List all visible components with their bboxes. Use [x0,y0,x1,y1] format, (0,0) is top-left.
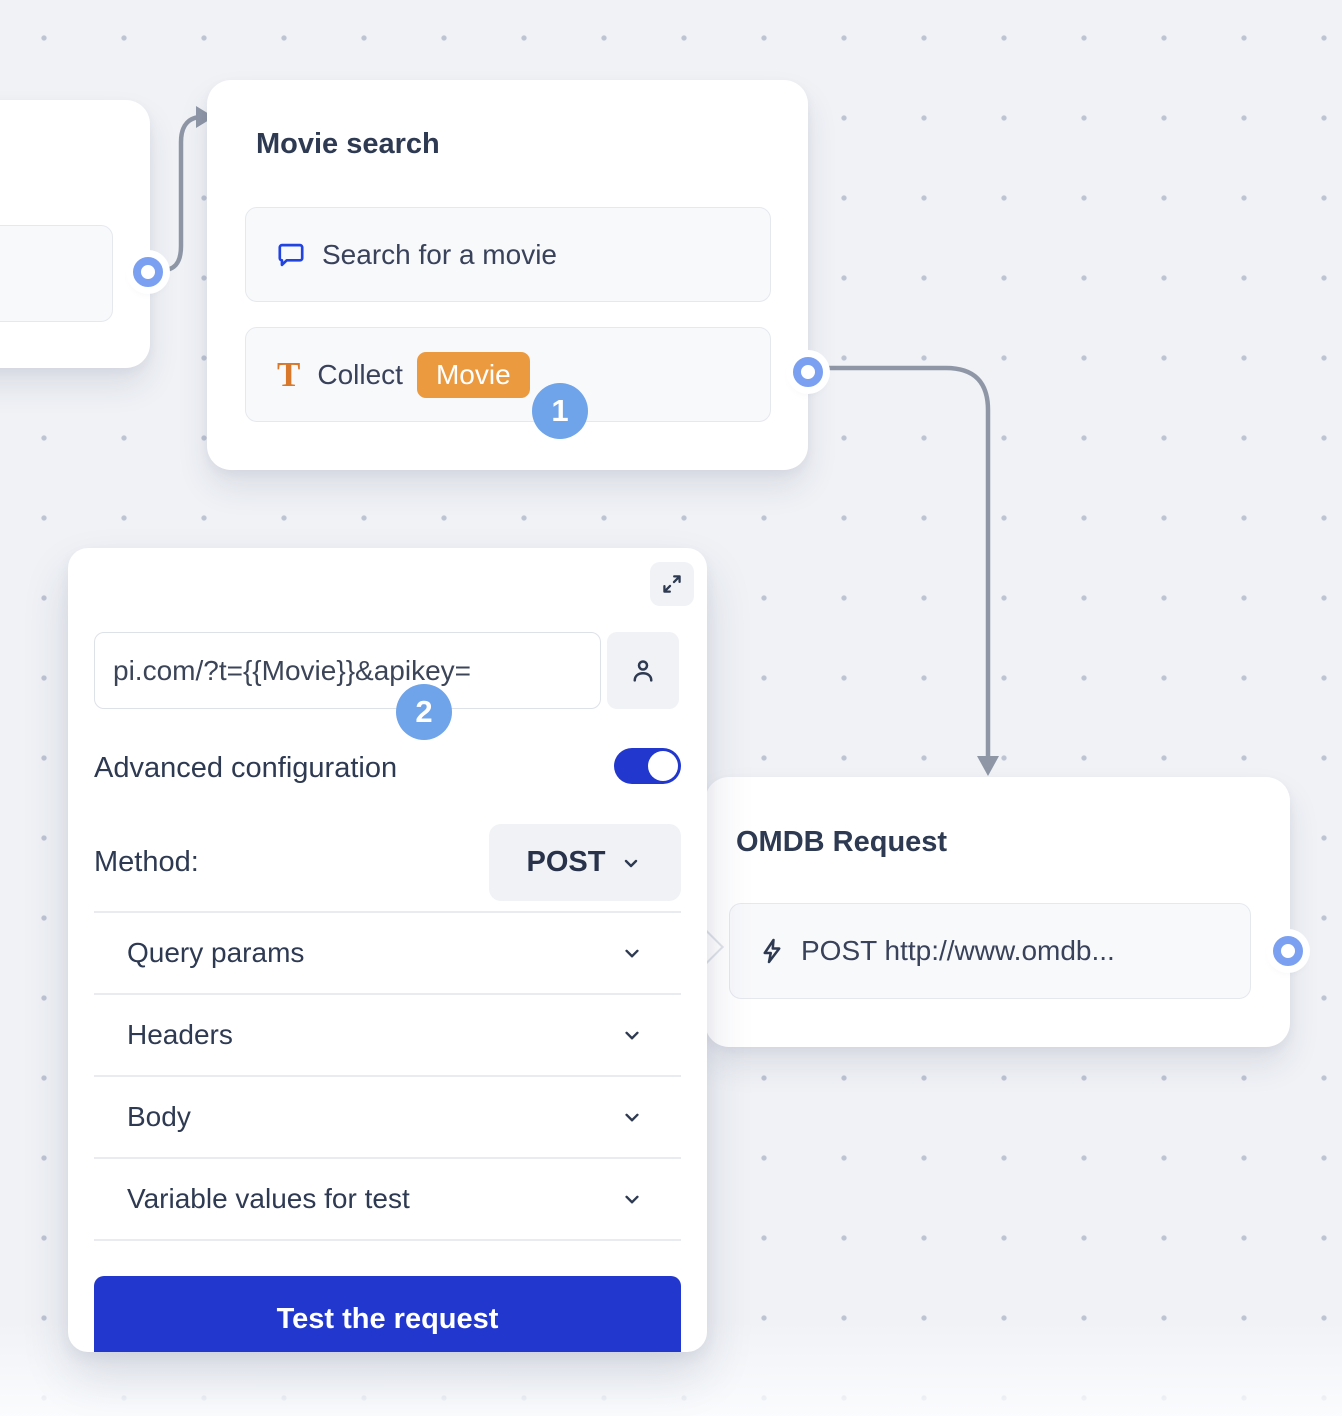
section-label: Body [127,1101,191,1133]
person-icon [628,656,658,686]
wire-into-movie-search [166,117,202,270]
chevron-down-icon [619,940,645,966]
output-port-omdb-request[interactable] [1273,936,1303,966]
request-url-input[interactable] [94,632,601,709]
expand-icon [659,571,685,597]
chevron-down-icon [619,1104,645,1130]
node-item-collect-movie[interactable]: T Collect Movie [245,327,771,422]
advanced-configuration-toggle[interactable] [614,748,681,784]
node-item-post-request[interactable]: POST http://www.omdb... [729,903,1251,999]
step-badge-2: 2 [396,684,452,740]
chevron-down-icon [619,851,643,875]
step-badge-1: 1 [532,383,588,439]
advanced-configuration-label: Advanced configuration [94,752,397,785]
variable-tag-movie[interactable]: Movie [417,352,530,398]
section-label: Headers [127,1019,233,1051]
method-label: Method: [94,846,199,879]
test-request-button[interactable]: Test the request [94,1276,681,1352]
config-section-list: Query params Headers Body Variable value… [94,911,681,1241]
chat-bubble-icon [275,239,307,271]
section-headers[interactable]: Headers [94,995,681,1077]
toggle-knob [648,751,678,781]
wire-movie-to-omdb [828,368,988,758]
insert-variable-button[interactable] [607,632,679,709]
section-query-params[interactable]: Query params [94,913,681,995]
node-title-movie-search: Movie search [256,128,440,161]
method-value: POST [527,846,606,879]
node-omdb-request[interactable]: OMDB Request POST http://www.omdb... [705,777,1290,1047]
node-item-label: POST http://www.omdb... [801,935,1115,967]
section-label: Query params [127,937,304,969]
lightning-icon [757,936,787,966]
output-port-partial-card[interactable] [133,257,163,287]
node-item-search-for-movie[interactable]: Search for a movie [245,207,771,302]
section-body[interactable]: Body [94,1077,681,1159]
section-label: Variable values for test [127,1183,410,1215]
partial-node-card[interactable] [0,100,150,368]
webhook-settings-panel[interactable]: Advanced configuration Method: POST Quer… [68,548,707,1352]
method-select[interactable]: POST [489,824,681,901]
wire-arrowhead-down [977,756,999,776]
node-item-label: Collect [317,359,403,391]
output-port-movie-search[interactable] [793,357,823,387]
section-variable-values-for-test[interactable]: Variable values for test [94,1159,681,1241]
node-title-omdb-request: OMDB Request [736,826,947,859]
chevron-down-icon [619,1186,645,1212]
node-movie-search[interactable]: Movie search Search for a movie T Collec… [207,80,808,470]
text-input-icon: T [277,357,300,392]
node-item-label: Search for a movie [322,239,557,271]
expand-button[interactable] [650,562,694,606]
partial-node-item[interactable] [0,225,113,322]
chevron-down-icon [619,1022,645,1048]
